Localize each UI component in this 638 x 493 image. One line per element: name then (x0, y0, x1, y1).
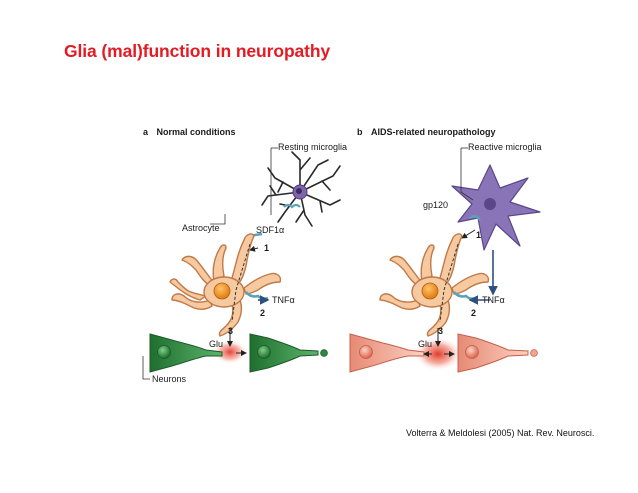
step-1-label-b: 1 (476, 230, 481, 240)
step-3-label-a: 3 (228, 326, 233, 336)
panel-a: a Normal conditions Resting microglia SD… (142, 122, 347, 384)
panel-a-title: Normal conditions (156, 127, 235, 137)
sdf1a-label: SDF1α (256, 225, 284, 235)
step-2-label-a: 2 (260, 308, 265, 318)
reactive-microglia-label: Reactive microglia (468, 142, 542, 152)
step-2-label-b: 2 (471, 308, 476, 318)
neuron-left-a (149, 333, 223, 373)
glutamate-cloud-b (414, 337, 462, 371)
receptor-icon (283, 203, 301, 209)
astrocyte-b-nucleus (421, 282, 439, 300)
citation: Volterra & Meldolesi (2005) Nat. Rev. Ne… (406, 428, 595, 438)
reactive-microglia (451, 164, 541, 251)
panel-b-title: AIDS-related neuropathology (371, 127, 496, 137)
neuron-right-a (249, 333, 328, 373)
step-3-label-b: 3 (438, 326, 443, 336)
slide-title: Glia (mal)function in neuropathy (64, 41, 331, 61)
glu-label-b: Glu (418, 339, 432, 349)
panel-b: b AIDS-related neuropathology Reactive m… (349, 122, 542, 373)
panel-a-letter: a (143, 127, 149, 137)
astrocyte-nucleus (213, 282, 231, 300)
glu-label-a: Glu (209, 339, 223, 349)
neurons-label: Neurons (152, 374, 187, 384)
gp120-label: gp120 (423, 200, 448, 210)
astrocyte-label: Astrocyte (182, 223, 220, 233)
resting-microglia-label: Resting microglia (278, 142, 347, 152)
step-1-label: 1 (264, 243, 269, 253)
tnfa-label-b: TNFα (482, 295, 505, 305)
astrocyte-b (379, 233, 490, 337)
neuron-left-b (349, 333, 425, 373)
svg-text:a Normal conditions: a Normal conditions (143, 122, 235, 139)
svg-text:b AIDS-related neuropath: b AIDS-related neuropathology (357, 122, 495, 139)
neuron-right-b (457, 333, 538, 373)
panel-b-letter: b (357, 127, 363, 137)
tnfa-label-a: TNFα (272, 295, 295, 305)
glutamate-cloud-a (213, 340, 247, 364)
